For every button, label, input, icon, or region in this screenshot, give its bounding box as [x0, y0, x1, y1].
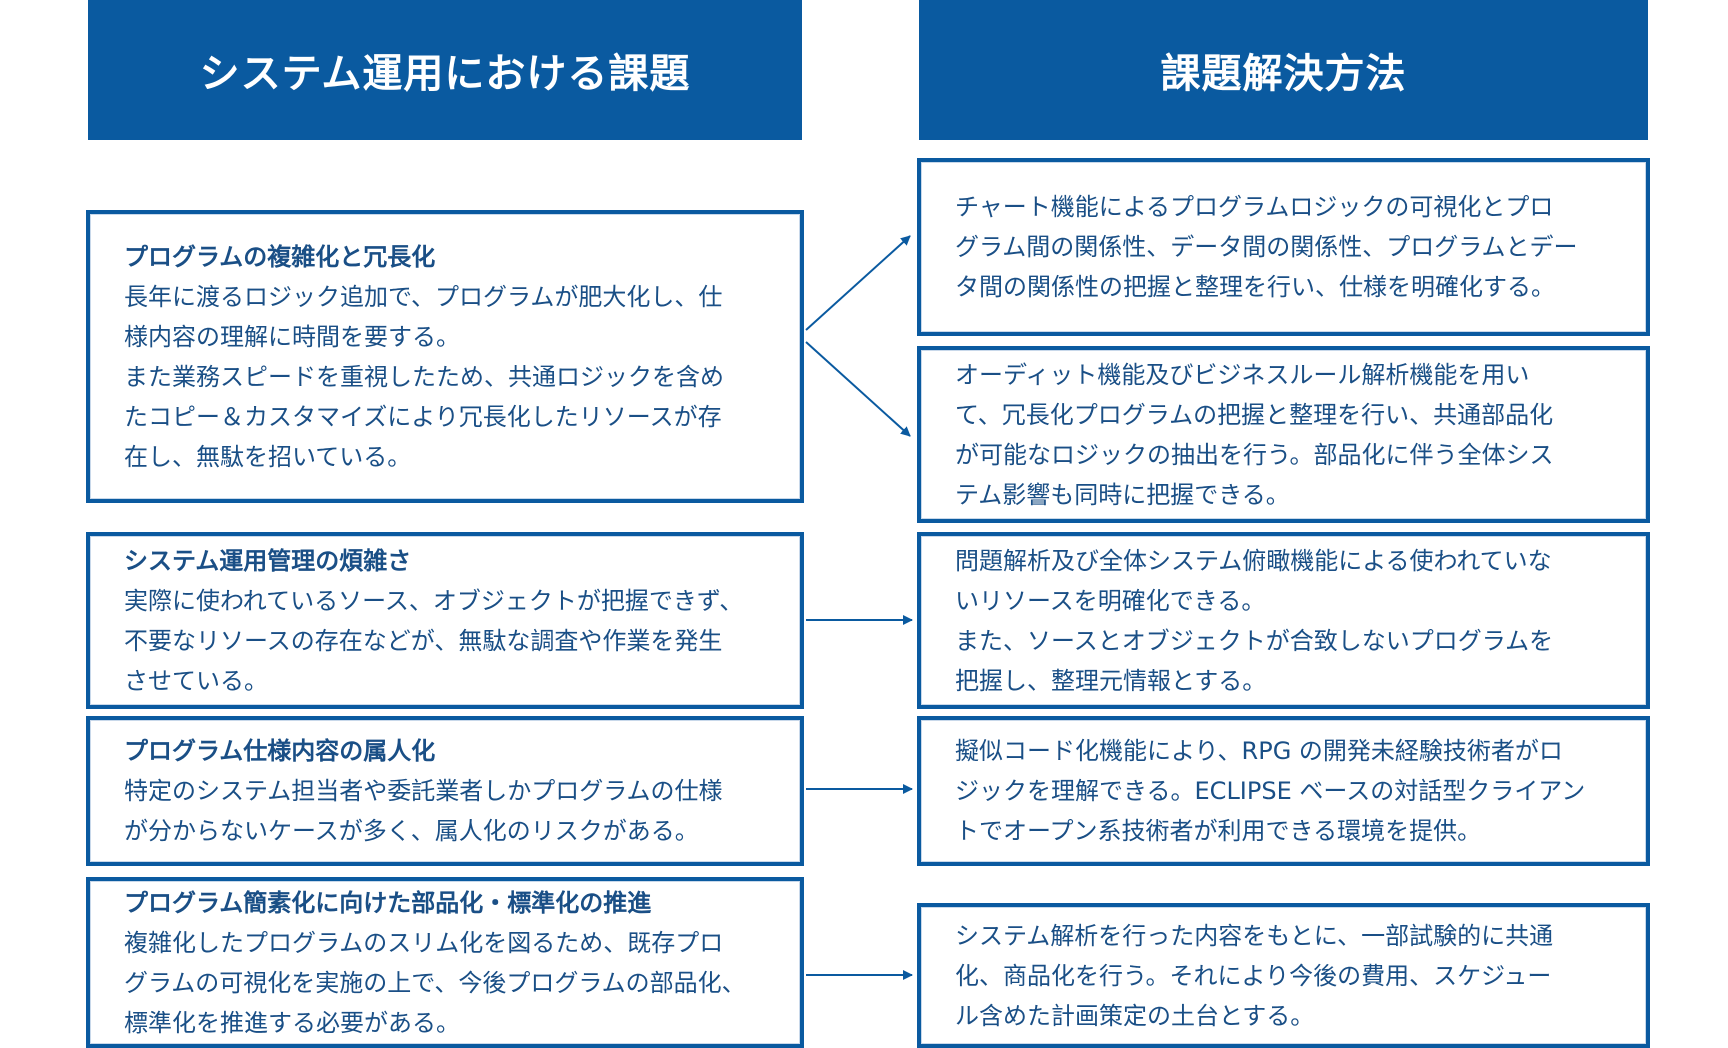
issue-text-line: 特定のシステム担当者や委託業者しかプログラムの仕様: [124, 777, 723, 805]
issue-title: プログラム仕様内容の属人化: [124, 737, 436, 765]
issue-text-line: 実際に使われているソース、オブジェクトが把握できず、: [124, 586, 744, 615]
issue-box-dependency: プログラム仕様内容の属人化 特定のシステム担当者や委託業者しかプログラムの仕様 …: [86, 716, 804, 866]
solution-text-line: チャート機能によるプログラムロジックの可視化とプロ: [955, 193, 1554, 221]
header-challenges: システム運用における課題: [88, 0, 802, 140]
solution-text-line: グラム間の関係性、データ間の関係性、プログラムとデー: [955, 233, 1578, 261]
issue-text-line: が分からないケースが多く、属人化のリスクがある。: [124, 817, 699, 845]
solution-text-line: また、ソースとオブジェクトが合致しないプログラムを: [955, 626, 1554, 655]
solution-text-line: 化、商品化を行う。それにより今後の費用、スケジュー: [955, 961, 1552, 990]
solution-box-chart: チャート機能によるプログラムロジックの可視化とプロ グラム間の関係性、データ間の…: [917, 158, 1650, 336]
issue-title: プログラムの複雑化と冗長化: [124, 242, 436, 271]
issue-text-line: 様内容の理解に時間を要する。: [124, 322, 460, 351]
solution-text-line: テム影響も同時に把握できる。: [955, 480, 1290, 509]
issue-text-line: 在し、無駄を招いている。: [124, 442, 412, 471]
solution-box-audit: オーディット機能及びビジネスルール解析機能を用い て、冗長化プログラムの把握と整…: [917, 346, 1650, 523]
issue-title: プログラム簡素化に向けた部品化・標準化の推進: [124, 888, 652, 917]
solution-text-line: 把握し、整理元情報とする。: [955, 666, 1267, 695]
arrow-complexity-to-audit: [805, 341, 911, 437]
solution-text-line: ル含めた計画策定の土台とする。: [955, 1001, 1315, 1030]
issue-text-line: 不要なリソースの存在などが、無駄な調査や作業を発生: [124, 626, 723, 655]
issue-text-line: 長年に渡るロジック追加で、プログラムが肥大化し、仕: [124, 282, 723, 311]
issue-box-standardization: プログラム簡素化に向けた部品化・標準化の推進 複雑化したプログラムのスリム化を図…: [86, 877, 804, 1048]
issue-box-complexity: プログラムの複雑化と冗長化 長年に渡るロジック追加で、プログラムが肥大化し、仕 …: [86, 210, 804, 503]
arrow-complexity-to-chart: [805, 235, 911, 331]
solution-text-line: ジックを理解できる。ECLIPSE ベースの対話型クライアン: [955, 777, 1586, 805]
issue-text-line: させている。: [124, 666, 268, 695]
solution-box-pseudocode: 擬似コード化機能により、RPG の開発未経験技術者がロ ジックを理解できる。EC…: [917, 716, 1650, 866]
header-solutions: 課題解決方法: [919, 0, 1648, 140]
issue-text-line: また業務スピードを重視したため、共通ロジックを含め: [124, 362, 724, 391]
solution-text-line: 擬似コード化機能により、RPG の開発未経験技術者がロ: [955, 737, 1563, 765]
solution-text-line: システム解析を行った内容をもとに、一部試験的に共通: [955, 921, 1554, 950]
solution-text-line: て、冗長化プログラムの把握と整理を行い、共通部品化: [955, 400, 1554, 429]
solution-box-trial: システム解析を行った内容をもとに、一部試験的に共通 化、商品化を行う。それにより…: [917, 903, 1650, 1048]
solution-box-resource: 問題解析及び全体システム俯瞰機能による使われていな いリソースを明確化できる。 …: [917, 532, 1650, 709]
issue-text-line: 標準化を推進する必要がある。: [124, 1008, 460, 1037]
solution-text-line: タ間の関係性の把握と整理を行い、仕様を明確化する。: [955, 273, 1555, 301]
solution-text-line: オーディット機能及びビジネスルール解析機能を用い: [955, 360, 1530, 389]
solution-text-line: トでオープン系技術者が利用できる環境を提供。: [955, 817, 1482, 845]
issue-title: システム運用管理の煩雑さ: [124, 546, 412, 575]
solution-text-line: 問題解析及び全体システム俯瞰機能による使われていな: [955, 546, 1552, 575]
solution-text-line: が可能なロジックの抽出を行う。部品化に伴う全体シス: [955, 440, 1554, 469]
issue-text-line: グラムの可視化を実施の上で、今後プログラムの部品化、: [124, 968, 746, 997]
solution-text-line: いリソースを明確化できる。: [955, 586, 1266, 615]
issue-text-line: たコピー＆カスタマイズにより冗長化したリソースが存: [124, 402, 722, 431]
issue-text-line: 複雑化したプログラムのスリム化を図るため、既存プロ: [124, 928, 724, 957]
issue-box-operation: システム運用管理の煩雑さ 実際に使われているソース、オブジェクトが把握できず、 …: [86, 532, 804, 709]
